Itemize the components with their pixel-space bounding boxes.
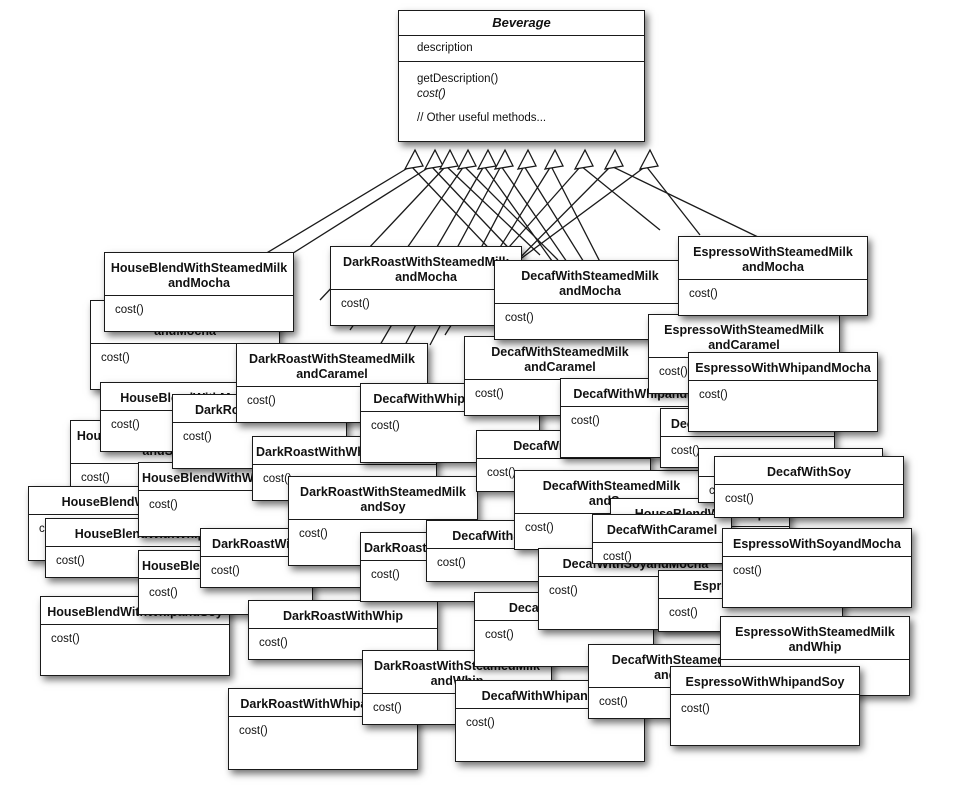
inheritance-arrowhead	[516, 148, 537, 170]
class-name: DarkRoastWithSteamedMilk andCaramel	[237, 344, 427, 387]
class-box-espresso-with-steamed-milkand-mocha: EspressoWithSteamedMilk andMocha cost()	[678, 236, 868, 316]
class-method-cost: cost()	[699, 389, 728, 401]
class-method-cost: cost()	[466, 717, 495, 729]
class-method-cost: cost()	[505, 312, 534, 324]
inheritance-arrowhead	[573, 148, 594, 170]
class-name: DecafWithCaramel	[593, 515, 731, 543]
class-box-house-blend-with-steamed-milkand-mocha: HouseBlendWithSteamedMilk andMocha cost()	[104, 252, 294, 332]
inheritance-line	[445, 165, 541, 256]
beverage-class-name: Beverage	[399, 11, 644, 36]
class-method-cost: cost()	[259, 637, 288, 649]
inheritance-arrowhead	[438, 148, 459, 170]
class-method-cost: cost()	[659, 366, 688, 378]
class-method-cost: cost()	[247, 395, 276, 407]
beverage-note: // Other useful methods...	[417, 112, 547, 124]
inheritance-line	[645, 165, 701, 236]
class-name: DecafWithSoy	[715, 457, 903, 485]
beverage-method-cost: cost()	[417, 88, 446, 100]
class-name: EspressoWithSoyandMocha	[723, 529, 911, 557]
class-method-cost: cost()	[149, 587, 178, 599]
class-method-cost: cost()	[689, 288, 718, 300]
class-method-cost: cost()	[485, 629, 514, 641]
class-box-espresso-with-whipand-soy: EspressoWithWhipandSoy cost()	[670, 666, 860, 746]
class-method-cost: cost()	[669, 607, 698, 619]
inheritance-line	[610, 165, 761, 239]
inheritance-arrowhead	[603, 148, 624, 170]
inheritance-line	[430, 165, 521, 261]
class-box-espresso-with-soyand-mocha: EspressoWithSoyandMocha cost()	[722, 528, 912, 608]
class-name: HouseBlendWithSteamedMilk andMocha	[105, 253, 293, 296]
class-method-cost: cost()	[239, 725, 268, 737]
class-method-cost: cost()	[115, 304, 144, 316]
class-box-dark-roast-with-steamed-milkand-mocha: DarkRoastWithSteamedMilk andMocha cost()	[330, 246, 522, 326]
class-method-cost: cost()	[371, 420, 400, 432]
class-method-cost: cost()	[81, 472, 110, 484]
class-method-cost: cost()	[671, 445, 700, 457]
inheritance-arrowhead	[493, 148, 514, 170]
class-method-cost: cost()	[299, 528, 328, 540]
class-method-cost: cost()	[373, 702, 402, 714]
class-method-cost: cost()	[101, 352, 130, 364]
class-name: DarkRoastWithWhip	[249, 601, 437, 629]
class-method-cost: cost()	[51, 633, 80, 645]
class-method-cost: cost()	[263, 473, 292, 485]
class-method-cost: cost()	[549, 585, 578, 597]
class-method-cost: cost()	[571, 415, 600, 427]
inheritance-line	[463, 165, 559, 261]
class-method-cost: cost()	[111, 419, 140, 431]
inheritance-arrowhead	[543, 148, 564, 170]
class-name: DecafWithWhipandSoy	[456, 681, 644, 709]
class-name: EspressoWithSteamedMilk andWhip	[721, 617, 909, 660]
class-method-cost: cost()	[56, 555, 85, 567]
beverage-field-description: description	[399, 36, 644, 62]
class-name: EspressoWithWhipandSoy	[671, 667, 859, 695]
class-method-cost: cost()	[341, 298, 370, 310]
beverage-method-get-description: getDescription()	[417, 73, 499, 85]
class-method-cost: cost()	[681, 703, 710, 715]
inheritance-line	[254, 165, 412, 261]
class-method-cost: cost()	[183, 431, 212, 443]
class-name: DarkRoastWithSteamedMilk andMocha	[331, 247, 521, 290]
class-box-espresso-with-whipand-mocha: EspressoWithWhipandMocha cost()	[688, 352, 878, 432]
class-name: DecafWithSteamedMilk andCaramel	[465, 337, 655, 380]
inheritance-line	[580, 165, 661, 231]
class-method-cost: cost()	[525, 522, 554, 534]
class-method-cost: cost()	[149, 499, 178, 511]
class-name: EspressoWithWhipandMocha	[689, 353, 877, 381]
class-method-cost: cost()	[733, 565, 762, 577]
class-method-cost: cost()	[371, 569, 400, 581]
class-method-cost: cost()	[437, 557, 466, 569]
inheritance-arrowhead	[423, 148, 444, 170]
class-method-cost: cost()	[211, 565, 240, 577]
class-method-cost: cost()	[725, 493, 754, 505]
inheritance-line	[289, 165, 432, 256]
class-method-cost: cost()	[487, 467, 516, 479]
class-method-cost: cost()	[475, 388, 504, 400]
class-name: EspressoWithSteamedMilk andMocha	[679, 237, 867, 280]
class-method-cost: cost()	[603, 551, 632, 563]
class-box-decaf-with-caramel: DecafWithCaramel cost()	[592, 514, 732, 564]
beverage-methods: getDescription() cost()	[399, 62, 644, 102]
inheritance-arrowhead	[476, 148, 497, 170]
inheritance-arrowhead	[638, 148, 659, 170]
inheritance-arrowhead	[456, 148, 477, 170]
class-name: DecafWithSteamedMilk andMocha	[495, 261, 685, 304]
class-name: DarkRoastWithSteamedMilk andSoy	[289, 477, 477, 520]
inheritance-arrowhead	[403, 148, 424, 170]
beverage-class: Beverage description getDescription() co…	[398, 10, 645, 142]
class-method-cost: cost()	[599, 696, 628, 708]
class-box-dark-roast-with-whip: DarkRoastWithWhip cost()	[248, 600, 438, 660]
class-box-decaf-with-soy: DecafWithSoy cost()	[714, 456, 904, 518]
inheritance-line	[410, 165, 501, 261]
